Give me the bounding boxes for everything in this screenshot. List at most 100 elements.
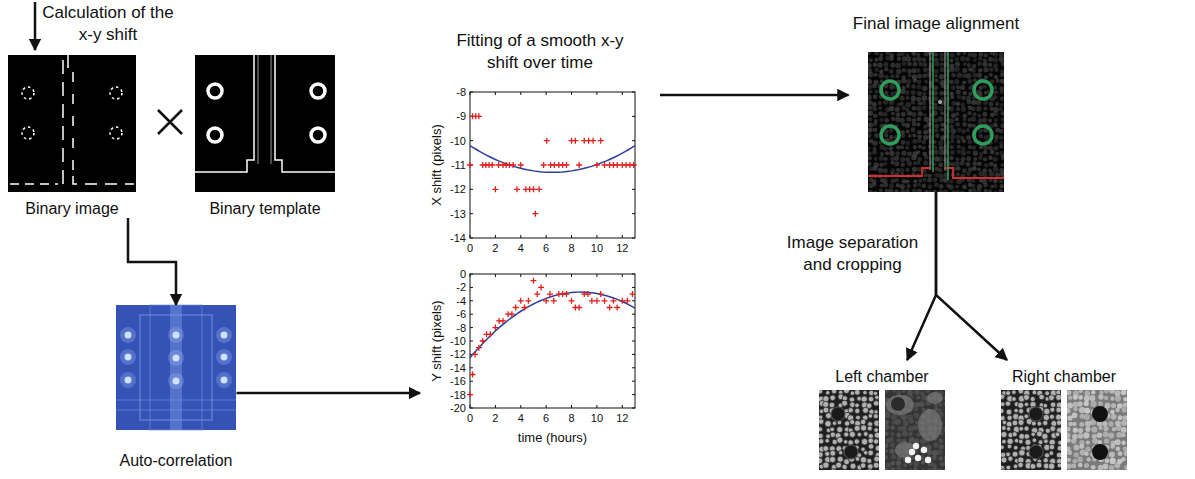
- cell: [996, 79, 1000, 83]
- cell: [914, 413, 920, 419]
- cell: [900, 95, 905, 100]
- cell: [1098, 426, 1102, 430]
- cell: [908, 134, 912, 138]
- debris: [938, 100, 942, 104]
- cell-texture: [868, 52, 1004, 192]
- data-point: [610, 298, 616, 304]
- cell: [891, 467, 896, 470]
- cell: [1079, 422, 1084, 427]
- cell: [972, 145, 977, 150]
- cell: [1031, 421, 1036, 426]
- cell: [895, 107, 900, 112]
- tick-label: -10: [450, 335, 466, 347]
- cell: [1007, 438, 1013, 444]
- data-point: [590, 138, 596, 144]
- cell: [912, 139, 917, 144]
- cell: [1050, 426, 1056, 432]
- image-area: [819, 390, 945, 470]
- cell: [949, 106, 954, 111]
- cell: [966, 172, 970, 176]
- data-point: [594, 298, 600, 304]
- cell: [885, 449, 888, 453]
- image-panel: Final image alignment: [849, 14, 1024, 192]
- aligned-edge: [868, 168, 930, 176]
- cell: [970, 68, 975, 73]
- cell: [989, 73, 993, 77]
- cell: [884, 91, 888, 95]
- cell: [1008, 456, 1013, 461]
- cell: [1085, 427, 1090, 432]
- cell: [956, 85, 960, 89]
- cell: [873, 63, 877, 67]
- cell: [937, 449, 943, 455]
- cell: [894, 161, 899, 166]
- cell: [891, 116, 896, 121]
- cell: [874, 428, 879, 433]
- cell: [977, 114, 981, 118]
- cell: [1019, 469, 1024, 470]
- cell: [1043, 414, 1049, 420]
- cell: [873, 183, 877, 187]
- cell: [889, 69, 893, 73]
- fit-curve: [470, 146, 635, 173]
- cell: [967, 63, 971, 67]
- correlation-peak: [173, 355, 180, 362]
- cell: [891, 432, 895, 436]
- cell: [913, 461, 919, 467]
- cell: [1068, 422, 1073, 427]
- cell: [1013, 464, 1018, 469]
- cell: [819, 390, 823, 394]
- data-point: [530, 186, 536, 192]
- cell: [873, 94, 878, 99]
- cell: [988, 63, 992, 67]
- cell: [1121, 457, 1126, 462]
- well-hole: [1092, 406, 1108, 422]
- cell: [1108, 421, 1113, 426]
- cell: [1086, 457, 1090, 461]
- correlation-peak: [125, 354, 132, 361]
- cell: [1001, 445, 1004, 450]
- cell: [993, 111, 998, 116]
- cell: [1115, 390, 1121, 396]
- data-point: [572, 138, 578, 144]
- cell: [1014, 408, 1018, 412]
- cell: [1000, 89, 1004, 94]
- cell: [1105, 458, 1110, 463]
- cell: [1006, 421, 1012, 427]
- cell: [995, 102, 999, 106]
- cell: [1000, 172, 1004, 177]
- cell: [945, 466, 946, 470]
- cell: [962, 139, 966, 143]
- cell: [888, 146, 893, 151]
- cell: [891, 161, 895, 165]
- cell: [879, 188, 883, 192]
- cell: [1079, 407, 1085, 413]
- cell: [933, 442, 939, 448]
- tick-label: 6: [543, 242, 549, 254]
- cell: [819, 433, 823, 438]
- cell: [968, 140, 973, 145]
- cell: [890, 91, 895, 96]
- cell: [1044, 408, 1050, 414]
- cell: [983, 67, 988, 72]
- data-point: [602, 298, 608, 304]
- cell: [1039, 394, 1045, 400]
- panel-ground: [819, 390, 879, 470]
- cell: [1000, 73, 1004, 77]
- cell: [1078, 433, 1084, 439]
- tick-label: 2: [492, 412, 498, 424]
- cell: [1086, 440, 1090, 444]
- cell: [912, 133, 916, 137]
- cell: [934, 58, 939, 63]
- cell: [1112, 427, 1116, 431]
- cell-texture: [1001, 390, 1061, 470]
- axis-title: time (hours): [518, 430, 587, 445]
- data-point: [536, 186, 542, 192]
- cell: [927, 450, 932, 455]
- cell: [956, 107, 960, 111]
- cell: [927, 122, 932, 127]
- cell: [854, 425, 860, 431]
- cell: [1079, 390, 1083, 393]
- cell: [907, 161, 912, 166]
- cell: [934, 52, 938, 56]
